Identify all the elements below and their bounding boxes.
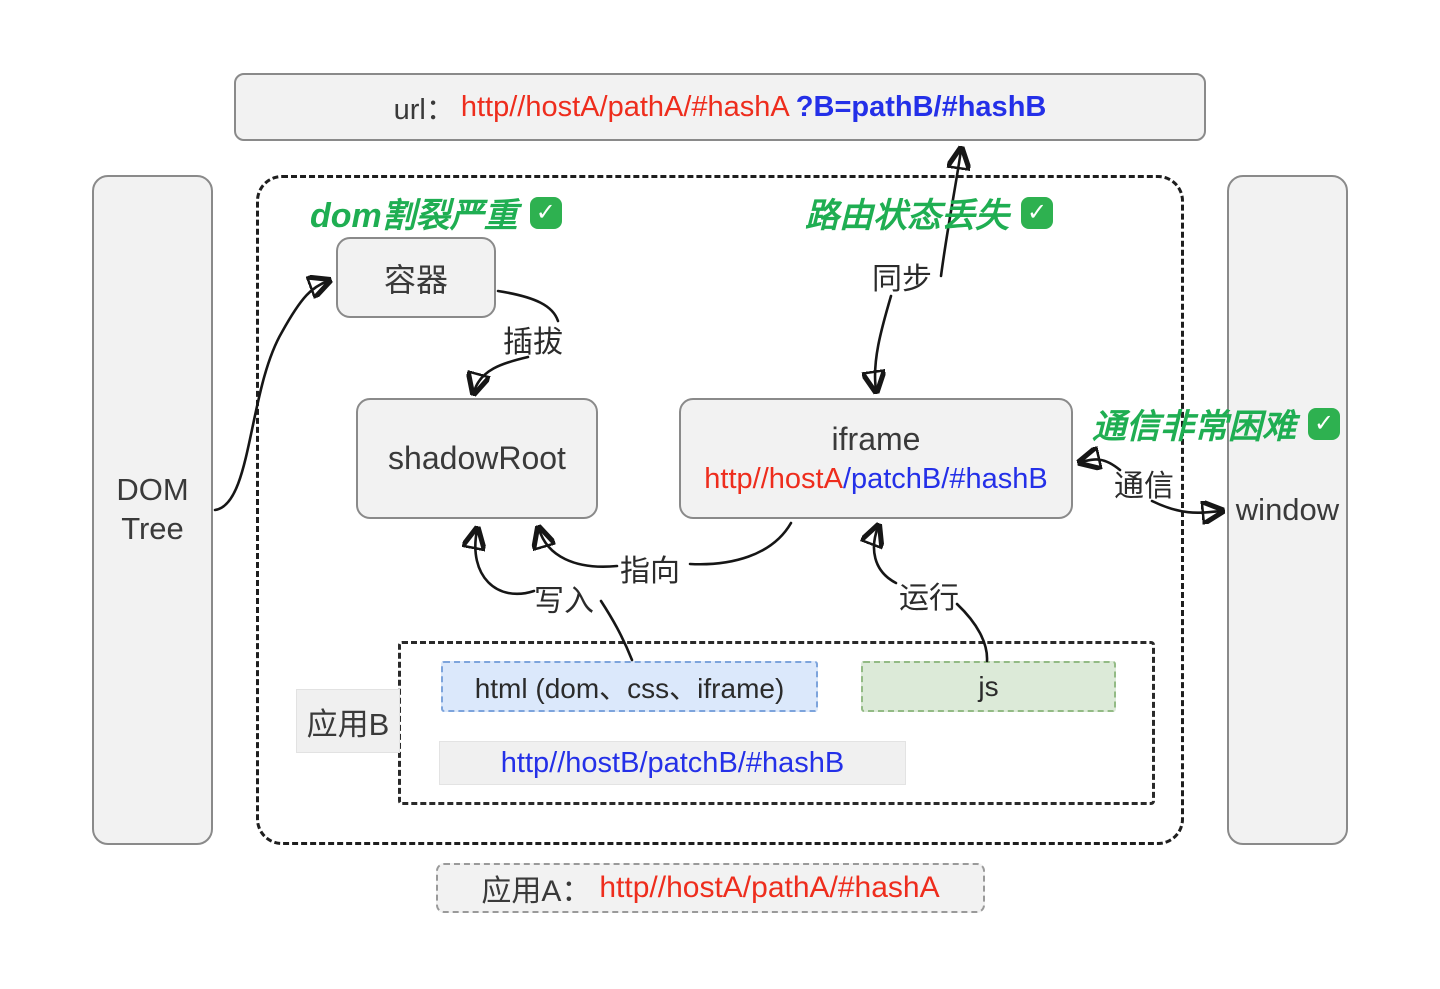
url-part-hashb-query: ?B=pathB/#hashB — [795, 90, 1047, 123]
app-b-html-box-text: html (dom、css、iframe) — [474, 672, 785, 704]
iframe-node: iframe http//hostA/patchB/#hashB — [679, 398, 1073, 519]
url-bar: url： http//hostA/pathA/#hashA ?B=pathB/#… — [234, 73, 1206, 141]
container-node-label: 容器 — [383, 261, 448, 298]
annotation-dom-split-text: dom割裂严重 — [310, 197, 518, 235]
app-a-bar: 应用A： http//hostA/pathA/#hashA — [436, 863, 985, 913]
check-icon: ✓ — [1021, 196, 1053, 229]
app-b-url-box: http//hostB/patchB/#hashB — [439, 741, 906, 785]
app-b-js-box-text: js — [978, 670, 999, 702]
iframe-url-host: http//hostA — [704, 462, 843, 495]
check-icon: ✓ — [529, 196, 562, 229]
app-b-label-text: 应用B — [306, 706, 390, 742]
annotation-route-loss-text: 路由状态丢失 — [805, 197, 1009, 235]
dom-tree-line2: Tree — [121, 511, 184, 546]
edge-label-plug-unplug: 插拔 — [503, 326, 563, 359]
url-part-hosta: http//hostA/pathA/#hashA — [460, 90, 790, 123]
app-b-url-text: http//hostB/patchB/#hashB — [500, 746, 845, 779]
container-node: 容器 — [336, 237, 496, 318]
app-a-url: http//hostA/pathA/#hashA — [599, 871, 940, 904]
edge-label-write: 写入 — [534, 585, 594, 618]
annotation-communication-hard-text: 通信非常困难 — [1092, 408, 1296, 446]
annotation-communication-hard: 通信非常困难 ✓ — [1092, 399, 1340, 448]
annotation-dom-split: dom割裂严重 ✓ — [310, 188, 562, 237]
url-label: url： — [393, 94, 455, 126]
window-box: window — [1227, 175, 1348, 845]
dom-tree-line1: DOM — [116, 472, 189, 508]
dom-tree-box: DOM Tree — [92, 175, 213, 845]
app-b-html-box: html (dom、css、iframe) — [441, 661, 818, 712]
iframe-url-path-hash: /patchB/#hashB — [842, 462, 1048, 495]
app-b-label: 应用B — [296, 689, 400, 753]
edge-label-run: 运行 — [899, 582, 959, 615]
annotation-route-loss: 路由状态丢失 ✓ — [805, 188, 1053, 237]
shadow-root-node-label: shadowRoot — [388, 440, 566, 476]
edge-label-sync: 同步 — [872, 263, 932, 296]
window-label: window — [1235, 491, 1340, 527]
edge-label-communicate: 通信 — [1114, 470, 1174, 503]
iframe-node-url: http//hostA/patchB/#hashB — [704, 462, 1047, 497]
iframe-node-title: iframe — [831, 420, 921, 457]
app-a-label: 应用A： — [481, 875, 592, 908]
shadow-root-node: shadowRoot — [356, 398, 598, 519]
app-b-js-box: js — [861, 661, 1116, 712]
edge-label-point-to: 指向 — [620, 555, 680, 588]
check-icon: ✓ — [1308, 407, 1340, 440]
